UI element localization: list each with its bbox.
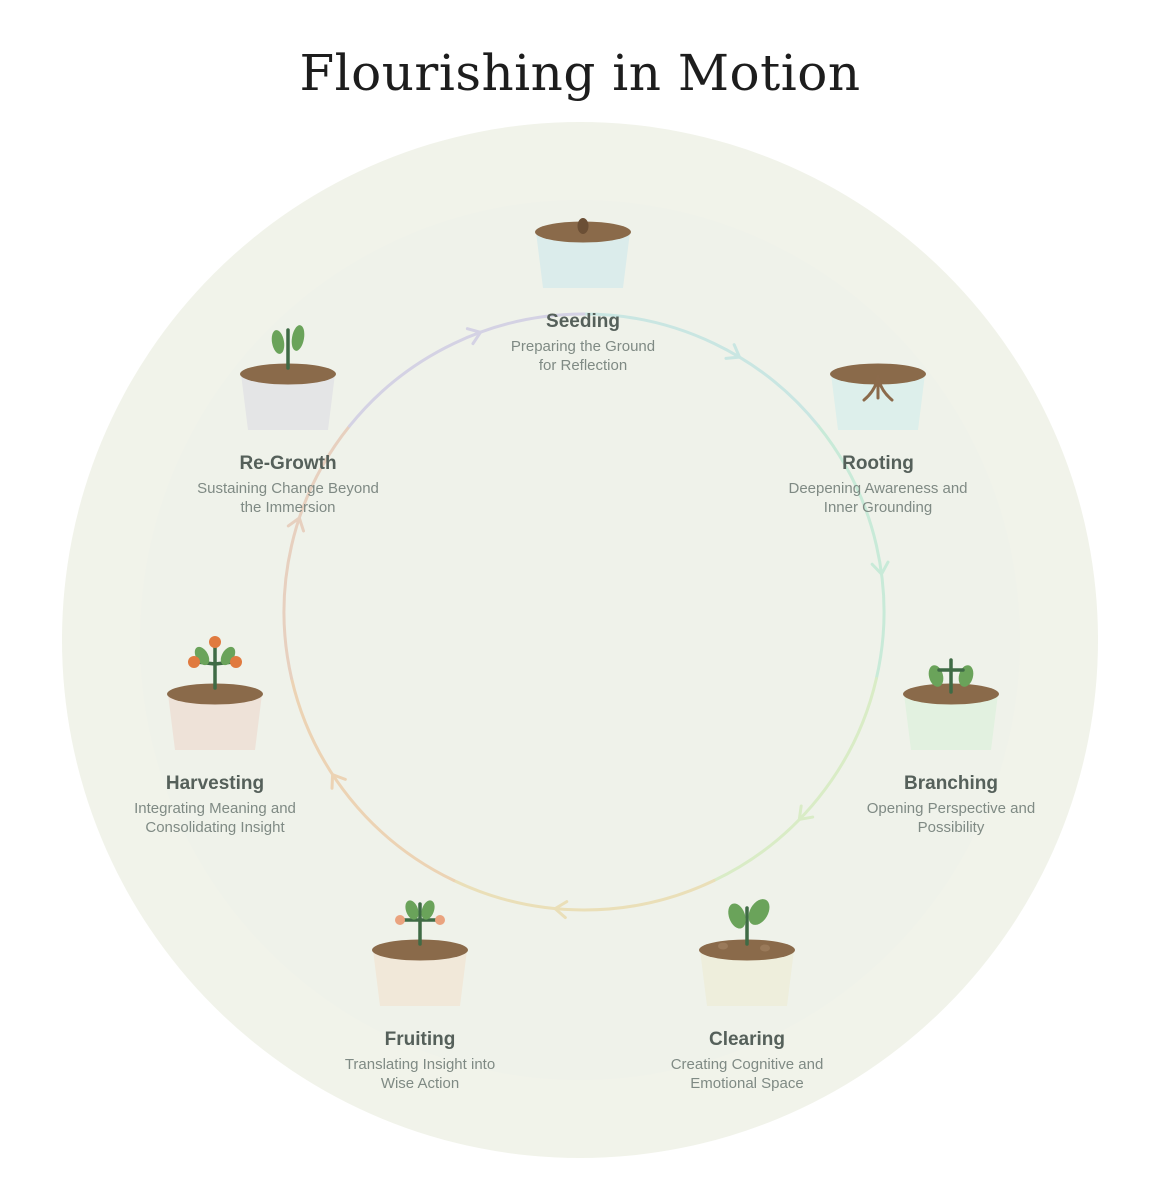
cycle-arc-clearing [452, 879, 716, 912]
sprout-pot-icon [699, 899, 795, 1006]
stage-description-line: Possibility [918, 819, 985, 836]
cycle-arc-re-growth [348, 312, 586, 428]
cycle-arrows [282, 312, 890, 920]
stage-description-line: the Immersion [240, 499, 335, 516]
roots-pot-icon [830, 363, 926, 430]
fruit-plant-pot-icon [167, 636, 263, 750]
cycle-arc-rooting [817, 424, 886, 680]
cycle-arrowhead-re-growth [465, 327, 482, 346]
budding-plant-pot-icon [372, 900, 468, 1006]
cycle-arrowhead-branching [797, 804, 815, 821]
stage-description-line: Sustaining Change Beyond [197, 480, 379, 497]
stage-description-line: Creating Cognitive and [671, 1056, 824, 1073]
cycle-arc-fruiting [290, 677, 456, 882]
stage-description-line: Opening Perspective and [867, 800, 1035, 817]
inner-background-circle [140, 200, 1020, 1080]
stage-name: Harvesting [166, 773, 264, 794]
cycle-arrowhead-rooting [870, 560, 890, 576]
stage-name: Re-Growth [239, 453, 336, 474]
stage-name: Clearing [709, 1029, 785, 1050]
cycle-arrowhead-clearing [553, 900, 569, 920]
seed-pot-icon [535, 218, 631, 288]
cycle-arc-seeding [582, 312, 820, 428]
stage-description-line: Translating Insight into [345, 1056, 495, 1073]
page-title: Flourishing in Motion [299, 44, 861, 102]
stage-description-line: Inner Grounding [824, 499, 932, 516]
stage-description-line: for Reflection [539, 357, 627, 374]
stage-description-line: Consolidating Insight [145, 819, 285, 836]
stage-name: Seeding [546, 311, 620, 332]
stage-name: Rooting [842, 453, 914, 474]
cycle-arc-harvesting [282, 424, 351, 680]
stage-description-line: Integrating Meaning and [134, 800, 296, 817]
cycle-arrowhead-fruiting [330, 773, 347, 790]
stage-name: Fruiting [385, 1029, 456, 1050]
stage-description-line: Preparing the Ground [511, 338, 655, 355]
branch-pot-icon [903, 658, 999, 750]
cycle-arrowhead-seeding [724, 343, 742, 360]
stage-description-line: Emotional Space [690, 1075, 803, 1092]
seedling-pot-icon [240, 325, 336, 430]
stage-name: Branching [904, 773, 998, 794]
stage-description-line: Deepening Awareness and [788, 480, 967, 497]
cycle-arc-branching [712, 677, 878, 882]
stage-description-line: Wise Action [381, 1075, 459, 1092]
cycle-arrowhead-harvesting [286, 516, 306, 533]
